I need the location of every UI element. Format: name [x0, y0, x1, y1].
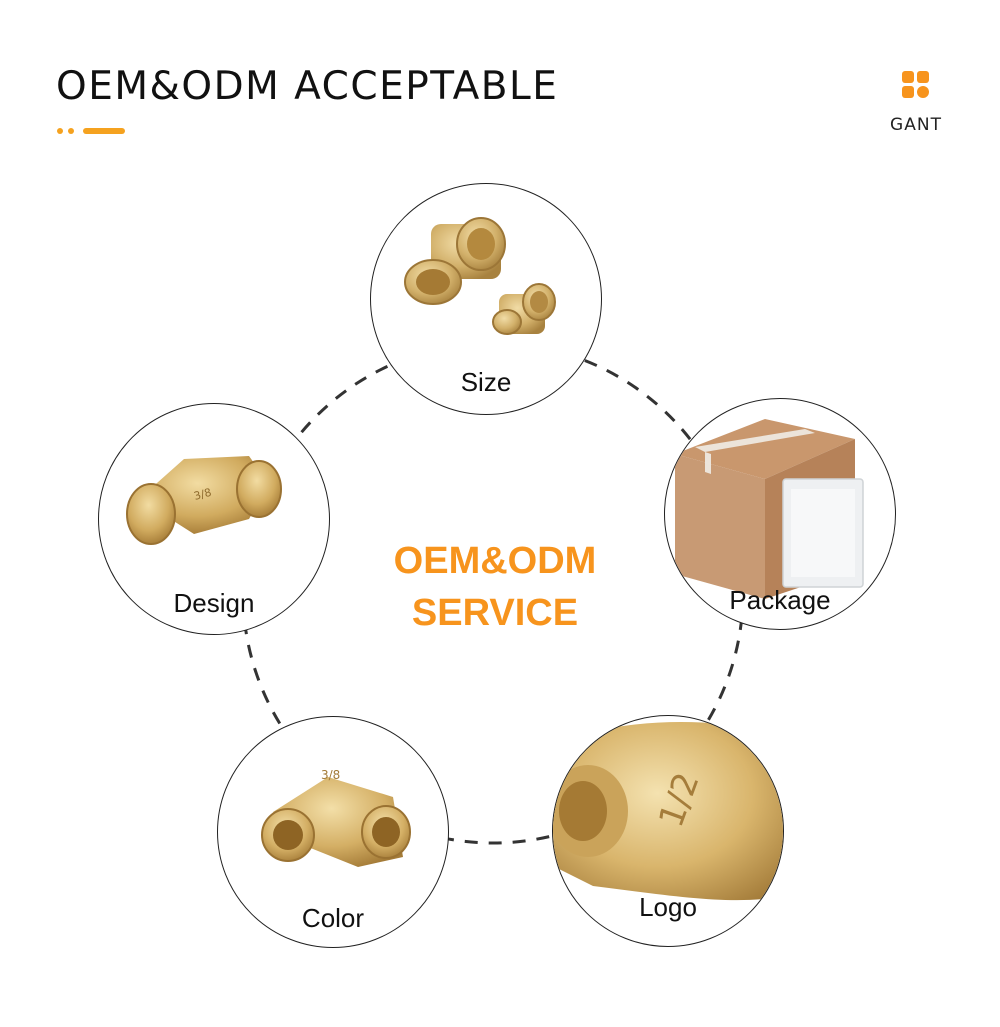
service-label-logo: Logo [639, 892, 697, 922]
brass-color-image: 3/8 [261, 768, 411, 867]
service-label-color: Color [301, 903, 365, 933]
brass-fittings-image [404, 217, 556, 335]
brass-design-image: 3/8 [126, 456, 282, 545]
service-color: 3/8 Color [217, 716, 449, 948]
service-logo: 1/2 Logo [552, 715, 784, 947]
svg-text:3/8: 3/8 [321, 768, 340, 782]
brand-logo: GANT [880, 70, 952, 135]
center-line-2: SERVICE [411, 592, 579, 634]
package-box-image [675, 419, 864, 599]
four-leaf-logo-icon [902, 71, 929, 98]
service-size: Size [370, 183, 602, 415]
center-service-title: OEM&ODM SERVICE [330, 535, 660, 639]
brass-logo-closeup-image: 1/2 [553, 722, 783, 901]
svg-text:3/8: 3/8 [192, 486, 212, 503]
service-label-design: Design [173, 588, 255, 618]
brand-name: GANT [890, 115, 942, 135]
service-design: 3/8 Design [98, 403, 330, 635]
service-package: Package [664, 398, 896, 630]
service-label-size: Size [460, 367, 512, 397]
page-title: OEM&ODM ACCEPTABLE [56, 64, 559, 109]
service-label-package: Package [729, 585, 831, 615]
center-line-1: OEM&ODM [393, 540, 597, 582]
